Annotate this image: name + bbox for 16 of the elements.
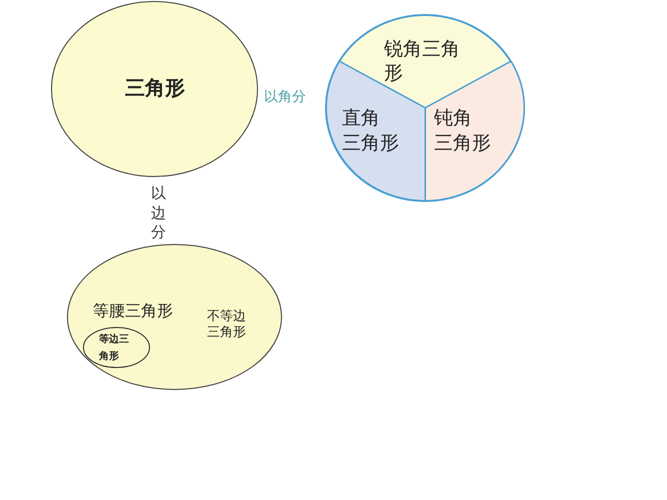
- pie-sector: [324, 60, 426, 202]
- branch-label: 以角分: [264, 88, 306, 106]
- category-label: 等腰三角形: [93, 301, 173, 321]
- sector-label: 锐角三角形: [384, 37, 460, 85]
- pie-sector: [424, 60, 526, 202]
- branch-label: 以边分: [151, 184, 166, 242]
- category-ellipse: [51, 1, 258, 177]
- pie-sector: [338, 14, 512, 110]
- pie-circle: [325, 14, 525, 202]
- category-label: 等边三角形: [99, 332, 129, 364]
- sector-label: 钝角三角形: [434, 106, 491, 156]
- category-ellipse: [67, 244, 282, 390]
- category-label: 三角形: [125, 76, 185, 100]
- category-ellipse: [83, 327, 150, 368]
- sector-label: 直角三角形: [342, 106, 399, 156]
- category-label: 不等边三角形: [207, 309, 246, 341]
